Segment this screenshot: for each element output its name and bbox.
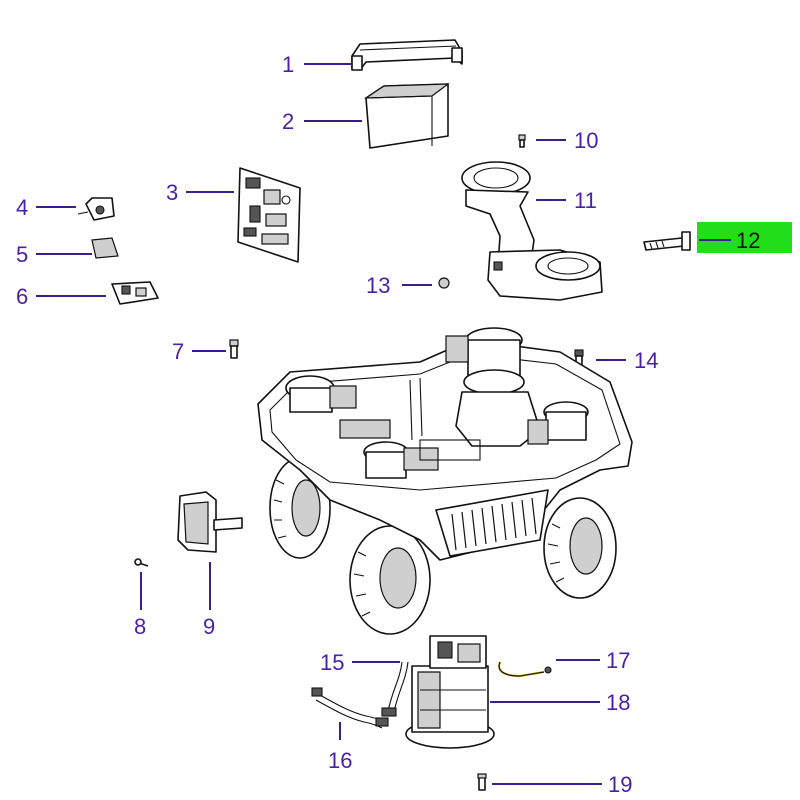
part-1-handle-bar	[351, 39, 463, 71]
callout-14: 14	[634, 348, 658, 373]
callout-12-highlight	[697, 222, 792, 253]
part-7-screw	[229, 339, 239, 359]
part-8-pin	[134, 558, 149, 567]
callout-11: 11	[574, 188, 597, 213]
part-19-pin	[477, 773, 487, 791]
motor-front-left	[363, 441, 439, 479]
part-10-screw	[518, 134, 526, 148]
part-3-circuit-board	[237, 167, 301, 263]
part-4-sensor	[77, 197, 115, 221]
callout-15: 15	[320, 650, 344, 675]
front-grill	[451, 497, 537, 551]
callout-19: 19	[608, 772, 632, 797]
callout-7: 7	[172, 339, 184, 364]
callout-16: 16	[328, 748, 352, 773]
callout-10: 10	[574, 128, 598, 153]
part-2-battery-box	[363, 83, 450, 149]
callout-2: 2	[282, 109, 294, 134]
part-9-display-panel	[177, 491, 243, 553]
callout-1: 1	[282, 52, 294, 77]
part-5-pad	[91, 237, 119, 259]
callout-12: 12	[736, 228, 760, 253]
part-17-cable	[498, 661, 552, 678]
part-chassis	[257, 327, 633, 635]
callout-6: 6	[16, 284, 28, 309]
part-12-bolt	[643, 231, 691, 251]
callout-3: 3	[166, 180, 178, 205]
callout-13: 13	[366, 273, 390, 298]
callout-5: 5	[16, 242, 28, 267]
callout-8: 8	[134, 614, 146, 639]
part-16-harness	[311, 687, 389, 729]
callout-labels: 1 2 3 4 5 6 7 8 9 10 11 12 13 14 15 16 1…	[16, 52, 760, 797]
motor-right	[527, 401, 589, 445]
part-6-bracket	[111, 281, 159, 305]
wheel-left-front	[349, 525, 431, 635]
part-13-nut	[438, 277, 450, 289]
callout-17: 17	[606, 648, 630, 673]
callout-4: 4	[16, 195, 28, 220]
wheel-right-front	[543, 497, 617, 599]
motor-rear-left	[285, 375, 357, 413]
callout-9: 9	[203, 614, 215, 639]
motor-rear-center	[445, 327, 541, 447]
part-11-arm-bracket	[461, 161, 603, 301]
leader-lines	[36, 63, 731, 785]
callout-18: 18	[606, 690, 630, 715]
part-18-cutting-motor	[405, 635, 495, 749]
part-15-wire	[381, 661, 409, 717]
